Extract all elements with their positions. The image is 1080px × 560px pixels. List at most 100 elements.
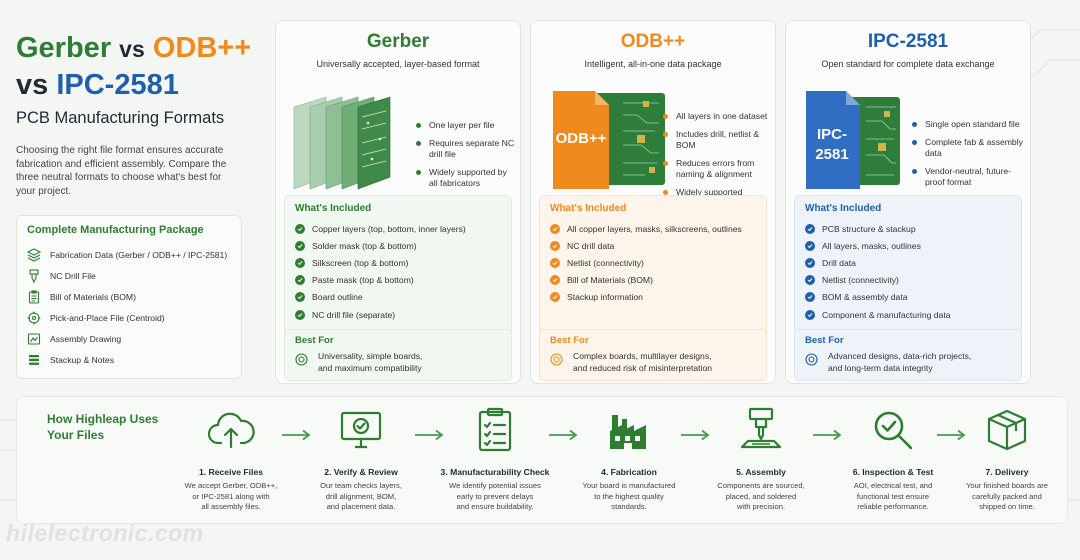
format-card-gerber: Gerber Universally accepted, layer-based… xyxy=(275,20,521,384)
drill-icon xyxy=(29,268,39,283)
arrow-right-icon xyxy=(282,429,311,441)
arrow-right-icon xyxy=(937,429,966,441)
format-tagline: Universally accepted, layer-based format xyxy=(316,59,480,69)
included-item: NC drill file (separate) xyxy=(295,306,501,323)
included-item: NC drill data xyxy=(550,237,756,254)
factory-icon xyxy=(610,415,646,449)
odb-file-illustration: ODB++ xyxy=(553,91,665,189)
included-item: PCB structure & stackup xyxy=(805,220,1011,237)
process-title: How Highleap Uses Your Files xyxy=(47,412,159,442)
check-icon xyxy=(295,257,305,268)
title-odb: ODB++ xyxy=(152,32,252,64)
best-for-title: Best For xyxy=(295,335,334,346)
included-item: Solder mask (top & bottom) xyxy=(295,237,501,254)
cloud-upload-icon xyxy=(207,412,255,449)
check-icon xyxy=(550,257,560,268)
checklist-icon xyxy=(478,407,512,452)
target-icon xyxy=(295,353,308,366)
page-title-line2: vs IPC-2581 xyxy=(16,67,260,103)
monitor-check-icon xyxy=(340,411,382,449)
check-icon xyxy=(805,257,815,268)
included-title: What's Included xyxy=(295,203,372,214)
included-box: What's Included All copper layers, masks… xyxy=(539,195,767,339)
bullet-dot xyxy=(663,189,668,195)
arrow-right-icon xyxy=(549,429,578,441)
included-item: Silkscreen (top & bottom) xyxy=(295,254,501,271)
check-icon xyxy=(550,292,560,303)
format-card-odb: ODB++ Intelligent, all-in-one data packa… xyxy=(530,20,776,384)
header-block: Gerber vs ODB++ vs IPC-2581 PCB Manufact… xyxy=(16,30,260,198)
process-step: 5. Assembly Components are sourced,place… xyxy=(695,405,827,513)
page-subtitle: PCB Manufacturing Formats xyxy=(16,109,225,127)
check-icon xyxy=(805,223,815,234)
included-item: All copper layers, masks, silkscreens, o… xyxy=(550,220,756,237)
included-item: Component & manufacturing data xyxy=(805,306,1011,323)
best-for-title: Best For xyxy=(805,335,844,346)
included-item: Bill of Materials (BOM) xyxy=(550,272,756,289)
included-item: All layers, masks, outlines xyxy=(805,237,1011,254)
included-item: BOM & assembly data xyxy=(805,289,1011,306)
ipc-file-illustration: IPC- 2581 xyxy=(806,91,900,189)
best-for-box: Best For Universality, simple boards,and… xyxy=(284,329,512,381)
ipc-badge-line1: IPC- xyxy=(817,126,847,143)
ipc-badge-line2: 2581 xyxy=(815,146,848,163)
included-item: Stackup information xyxy=(550,289,756,306)
included-box: What's Included Copper layers (top, bott… xyxy=(284,195,512,339)
best-for-title: Best For xyxy=(550,335,589,346)
check-icon xyxy=(550,240,560,251)
check-icon xyxy=(805,275,815,286)
included-title: What's Included xyxy=(550,203,627,214)
package-item: Bill of Materials (BOM) xyxy=(27,286,231,307)
process-step: 2. Verify & Review Our team checks layer… xyxy=(295,405,427,513)
bullet-dot xyxy=(416,122,421,128)
format-bullets: All layers in one dataset Includes drill… xyxy=(663,111,771,205)
bullet-dot xyxy=(663,131,668,137)
process-step: 6. Inspection & Test AOI, electrical tes… xyxy=(827,405,959,513)
check-icon xyxy=(805,240,815,251)
check-icon xyxy=(805,309,815,320)
manufacturing-package-card: Complete Manufacturing Package Fabricati… xyxy=(16,215,242,379)
drawing-icon xyxy=(27,332,41,345)
page-title-line1: Gerber vs ODB++ xyxy=(16,30,260,67)
included-item: Paste mask (top & bottom) xyxy=(295,272,501,289)
process-band: How Highleap Uses Your Files 1. Receive … xyxy=(16,396,1068,524)
check-icon xyxy=(295,309,305,320)
best-for-box: Best For Complex boards, multilayer desi… xyxy=(539,329,767,381)
watermark: hilelectronic.com xyxy=(6,520,204,546)
included-item: Copper layers (top, bottom, inner layers… xyxy=(295,220,501,237)
included-item: Netlist (connectivity) xyxy=(550,254,756,271)
clipboard-icon xyxy=(28,289,40,304)
check-icon xyxy=(550,223,560,234)
bullet-dot xyxy=(416,140,421,146)
process-step: 3. Manufacturability Check We identify p… xyxy=(429,405,561,513)
included-item: Netlist (connectivity) xyxy=(805,272,1011,289)
check-icon xyxy=(295,223,305,234)
crosshair-icon xyxy=(27,311,41,324)
title-ipc: IPC-2581 xyxy=(56,69,179,101)
bullet-dot xyxy=(912,139,917,145)
format-name: ODB++ xyxy=(620,31,686,52)
package-item: NC Drill File xyxy=(27,265,231,286)
bullet-dot xyxy=(912,168,917,174)
format-card-ipc: IPC-2581 Open standard for complete data… xyxy=(785,20,1031,384)
target-icon xyxy=(550,353,563,366)
format-tagline: Intelligent, all-in-one data package xyxy=(584,59,722,69)
check-icon xyxy=(295,240,305,251)
package-item: Pick-and-Place File (Centroid) xyxy=(27,307,231,328)
included-item: Board outline xyxy=(295,289,501,306)
bullet-dot xyxy=(663,113,668,119)
target-icon xyxy=(805,353,818,366)
layers-icon xyxy=(27,247,41,262)
package-item: Stackup & Notes xyxy=(27,349,231,370)
check-icon xyxy=(295,275,305,286)
best-for-box: Best For Advanced designs, data-rich pro… xyxy=(794,329,1022,381)
format-bullets: One layer per file Requires separate NC … xyxy=(416,120,516,196)
included-box: What's Included PCB structure & stackup … xyxy=(794,195,1022,339)
title-vs: vs xyxy=(119,36,145,62)
package-title: Complete Manufacturing Package xyxy=(27,224,204,236)
check-icon xyxy=(805,292,815,303)
format-name: IPC-2581 xyxy=(867,31,949,52)
format-tagline: Open standard for complete data exchange xyxy=(821,59,995,69)
title-vs: vs xyxy=(16,69,49,101)
